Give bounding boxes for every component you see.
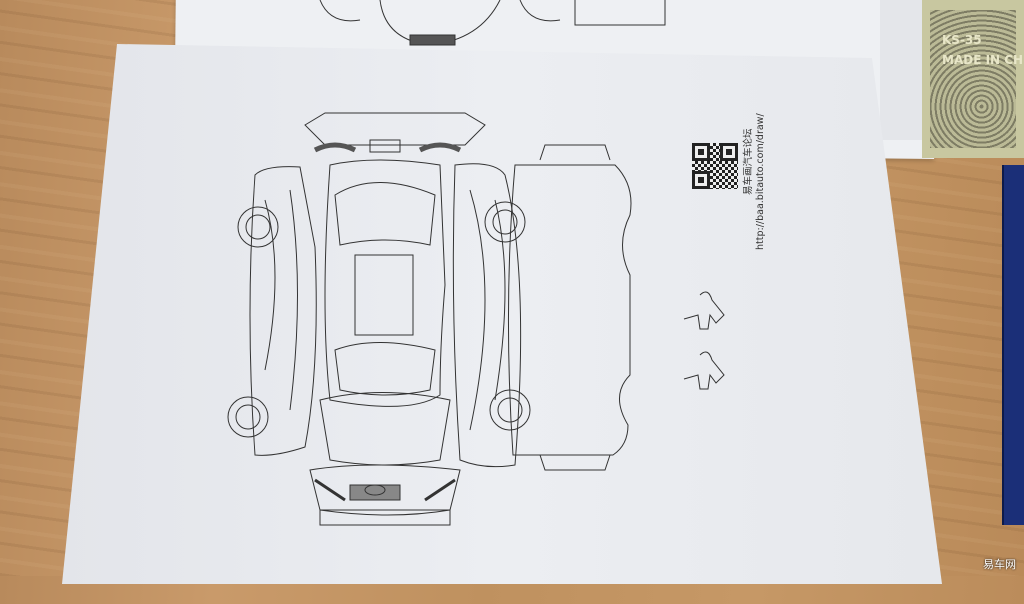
blue-folder xyxy=(1002,165,1024,525)
papercraft-template-sheet xyxy=(62,44,942,584)
watermark: 易车网 xyxy=(983,558,1016,571)
banknote-origin: MADE IN CH xyxy=(942,53,1024,67)
back-paper-edge xyxy=(880,0,930,140)
back-sheet-parts xyxy=(319,0,666,46)
banknote-serial: KS-35 xyxy=(942,33,982,47)
car-papercraft-drawing xyxy=(227,0,725,526)
forum-url: http://baa.bitauto.com/draw/ xyxy=(755,113,766,250)
forum-name: 易车画汽车论坛 xyxy=(743,128,754,195)
qr-code xyxy=(692,143,738,189)
